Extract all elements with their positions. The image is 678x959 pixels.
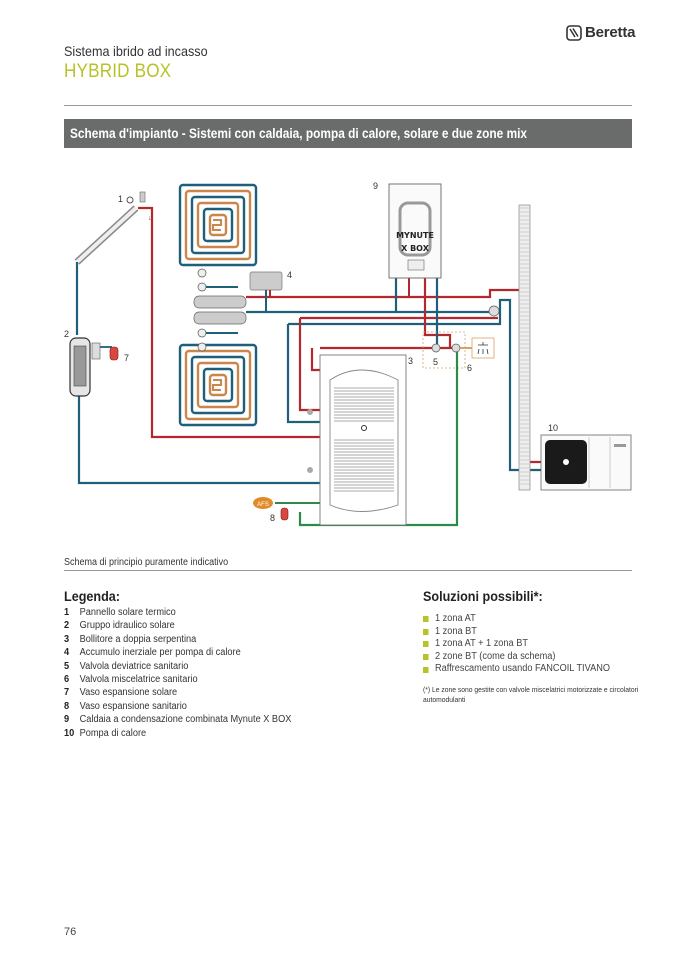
label-6: 6 bbox=[467, 363, 472, 373]
product-title: HYBRID BOX bbox=[64, 61, 172, 82]
label-2: 2 bbox=[64, 329, 69, 339]
legend-title: Legenda: bbox=[64, 588, 121, 604]
boiler-label-2: X BOX bbox=[401, 244, 430, 253]
buffer-tank bbox=[249, 271, 283, 291]
boiler-label-1: MYNUTE bbox=[396, 231, 434, 240]
bullet-icon bbox=[423, 616, 429, 623]
diverter-valve-icon bbox=[431, 343, 441, 353]
solar-panel bbox=[74, 191, 146, 265]
afs-label: AFS bbox=[257, 502, 269, 508]
label-3: 3 bbox=[408, 356, 413, 366]
valve-group-box bbox=[422, 331, 466, 369]
heat-pump bbox=[540, 434, 632, 491]
header-divider bbox=[64, 105, 632, 106]
solar-expansion-vessel bbox=[109, 346, 119, 361]
label-5: 5 bbox=[433, 357, 438, 367]
gauge-icon bbox=[126, 196, 134, 204]
pipe-solar-cold-return bbox=[77, 395, 320, 485]
page-subtitle: Sistema ibrido ad incasso bbox=[64, 43, 208, 59]
bullet-icon bbox=[423, 628, 429, 635]
pipe-heatpump-return bbox=[288, 298, 542, 472]
shower-icon bbox=[471, 337, 495, 359]
brand-name: Beretta bbox=[585, 24, 636, 41]
section-banner: Schema d'impianto - Sistemi con caldaia,… bbox=[64, 119, 632, 148]
pipe-coil-flow bbox=[298, 318, 320, 412]
floor-heating-upper bbox=[178, 183, 258, 267]
solution-item: 1 zona AT bbox=[423, 613, 610, 626]
label-8: 8 bbox=[270, 513, 275, 523]
storage-tank bbox=[307, 354, 407, 526]
solution-item: 2 zone BT (come da schema) bbox=[423, 651, 610, 664]
label-4: 4 bbox=[287, 270, 292, 280]
zone-valve-icon bbox=[488, 305, 500, 317]
label-9: 9 bbox=[373, 181, 378, 191]
solutions-list: 1 zona AT 1 zona BT 1 zona AT + 1 zona B… bbox=[423, 613, 626, 676]
bullet-icon bbox=[423, 641, 429, 648]
boiler-mynute-xbox: MYNUTE X BOX bbox=[388, 183, 442, 279]
pipe-solar-hot bbox=[138, 206, 320, 439]
solution-item: 1 zona AT + 1 zona BT bbox=[423, 638, 610, 651]
afs-badge bbox=[253, 497, 273, 509]
diagram-note: Schema di principio puramente indicativo bbox=[64, 557, 229, 568]
brand-logo: Beretta bbox=[566, 24, 635, 41]
label-7: 7 bbox=[124, 353, 129, 363]
mixing-valve-icon bbox=[451, 343, 461, 353]
floor-heating-lower bbox=[178, 343, 258, 427]
solution-item: Raffrescamento usando FANCOIL TIVANO bbox=[423, 663, 610, 676]
sanitary-expansion-vessel bbox=[280, 507, 289, 521]
svg-text:↓: ↓ bbox=[148, 215, 152, 222]
bullet-icon bbox=[423, 666, 429, 673]
solutions-footnote: (*) Le zone sono gestite con valvole mis… bbox=[423, 685, 639, 704]
wall bbox=[518, 204, 531, 491]
pipe-coil-return bbox=[286, 324, 320, 424]
bullet-icon bbox=[423, 654, 429, 661]
zone-manifolds bbox=[193, 268, 247, 352]
solution-item: 1 zona BT bbox=[423, 626, 610, 639]
page-number: 76 bbox=[64, 926, 77, 938]
label-10: 10 bbox=[548, 423, 558, 433]
solar-hydraulic-group bbox=[69, 337, 112, 397]
solutions-title: Soluzioni possibili*: bbox=[423, 588, 543, 604]
label-1: 1 bbox=[118, 194, 123, 204]
system-diagram: 1 ↓ 2 7 4 bbox=[64, 181, 632, 527]
section-title: Schema d'impianto - Sistemi con caldaia,… bbox=[70, 126, 528, 141]
beretta-logo-icon bbox=[566, 24, 582, 41]
note-divider bbox=[64, 570, 632, 571]
